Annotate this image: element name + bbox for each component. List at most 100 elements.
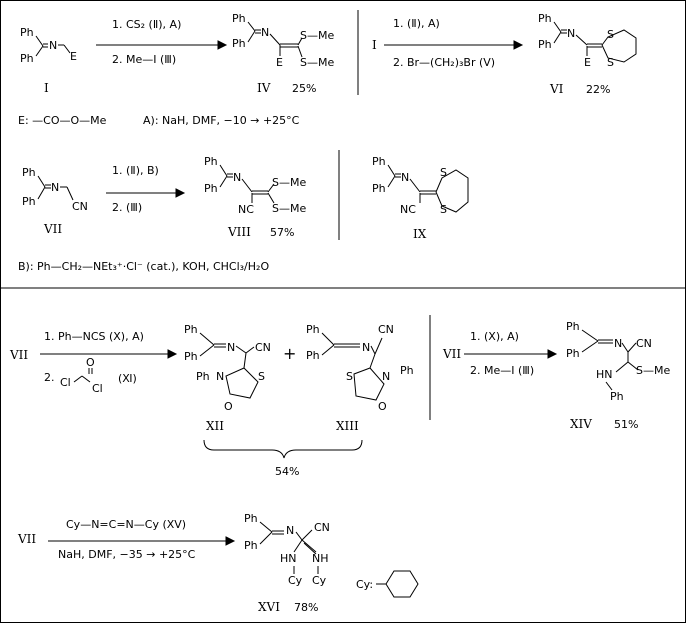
ph-label: Ph xyxy=(400,364,414,377)
yield-label: 57% xyxy=(270,226,294,239)
yield-label: 54% xyxy=(275,465,299,478)
bond xyxy=(575,34,588,46)
compound-I: Ph Ph N E I xyxy=(20,26,77,95)
bond xyxy=(297,45,303,58)
bond xyxy=(259,531,273,545)
s-label: S xyxy=(258,370,265,383)
cy-label: Cy xyxy=(288,574,303,587)
bond xyxy=(553,31,562,44)
start-compound-label: VII xyxy=(442,347,461,361)
reaction-step: 2. Br—(CH₂)₃Br (Ⅴ) xyxy=(393,56,495,69)
compound-VI: Ph Ph N E S S VI 22% xyxy=(538,12,637,96)
bond xyxy=(247,30,256,43)
bond xyxy=(66,186,74,201)
start-compound-label: VII xyxy=(9,348,28,362)
bond xyxy=(301,539,317,553)
reaction-step: 2. Me—I (Ⅲ) xyxy=(470,364,534,377)
e-label: E xyxy=(584,56,591,69)
reaction-step: 1. (Ⅱ), B) xyxy=(112,164,159,177)
ph-label: Ph xyxy=(196,370,210,383)
reaction-arrow-1: 1. CS₂ (Ⅱ), A) 2. Me—I (Ⅲ) xyxy=(96,18,228,66)
ph-label: Ph xyxy=(22,166,36,179)
s-label: S xyxy=(346,370,353,383)
n-label: N xyxy=(261,26,269,39)
yield-label: 22% xyxy=(586,83,610,96)
bond xyxy=(267,192,275,204)
bond xyxy=(301,529,313,541)
sme-label: S—Me xyxy=(272,202,306,215)
ph-label: Ph xyxy=(244,539,258,552)
ph-label: Ph xyxy=(232,37,246,50)
compound-label: VII xyxy=(43,222,62,236)
bond xyxy=(627,361,639,371)
bond xyxy=(581,340,599,353)
bond xyxy=(245,346,255,354)
cl-label: Cl xyxy=(92,382,103,395)
bond xyxy=(295,531,303,541)
yield-label: 78% xyxy=(294,601,318,614)
reagent-label: Cy—N=C=N—Cy (XV) xyxy=(66,518,186,531)
ph-label: Ph xyxy=(372,182,386,195)
cy-key-label: Cy: xyxy=(356,578,373,591)
bond xyxy=(387,164,396,177)
reagent-label: (Ⅺ) xyxy=(118,372,137,385)
n-label: N xyxy=(286,524,294,537)
reaction-arrow-5: VII 1. (Ⅹ), A) 2. Me—I (Ⅲ) xyxy=(442,330,558,377)
sme-label: S—Me xyxy=(636,364,670,377)
cn-label: CN xyxy=(378,323,394,336)
cl-label: Cl xyxy=(60,376,71,389)
e-label: E xyxy=(276,56,283,69)
compound-label: XII xyxy=(206,419,224,433)
compound-label: IX xyxy=(413,227,427,241)
bond xyxy=(235,345,247,354)
reaction-arrow-6: VII Cy—N=C=N—Cy (XV) NaH, DMF, −35 → +25… xyxy=(17,518,236,561)
reaction-conditions: NaH, DMF, −35 → +25°C xyxy=(58,548,196,561)
reaction-step: 1. CS₂ (Ⅱ), A) xyxy=(112,18,181,31)
reaction-step: 1. Ph—NCS (Ⅹ), A) xyxy=(44,330,144,343)
bond xyxy=(267,183,275,193)
reaction-arrow-4: VII 1. Ph—NCS (Ⅹ), A) 2. Cl O Cl (Ⅺ) xyxy=(9,330,178,395)
compound-label: I xyxy=(44,81,49,95)
ph-label: Ph xyxy=(372,155,386,168)
n-label: N xyxy=(614,337,622,350)
compound-VII: Ph Ph N CN VII xyxy=(22,166,88,236)
bond xyxy=(81,375,91,383)
bond xyxy=(269,33,281,46)
n-label: N xyxy=(401,171,409,184)
bond xyxy=(297,37,303,46)
sme-label: S—Me xyxy=(300,56,334,69)
bond xyxy=(627,342,637,353)
s-label: S xyxy=(607,28,614,41)
thiazolidine-ring xyxy=(225,367,259,399)
bond xyxy=(63,44,71,54)
nh-label: NH xyxy=(312,552,329,565)
n-label: N xyxy=(49,39,57,52)
yield-label: 25% xyxy=(292,82,316,95)
ph-label: Ph xyxy=(244,512,258,525)
ph-label: Ph xyxy=(20,52,34,65)
bond xyxy=(369,353,376,369)
ph-label: Ph xyxy=(22,195,36,208)
bond xyxy=(35,45,44,57)
arrowhead-icon xyxy=(175,188,186,198)
reaction-step: 2. xyxy=(44,371,55,384)
compound-label: XVI xyxy=(258,600,280,614)
compound-IX: Ph Ph N NC S S IX xyxy=(372,155,469,241)
o-label: O xyxy=(224,400,233,413)
bond xyxy=(303,542,317,555)
n-label: N xyxy=(227,341,235,354)
hn-label: HN xyxy=(280,552,297,565)
bond xyxy=(293,539,303,553)
compound-XIII: Ph Ph N CN S N Ph O XIII xyxy=(306,323,414,433)
start-compound-label: I xyxy=(372,38,377,52)
dithiane-ring xyxy=(601,29,637,63)
ph-label: Ph xyxy=(232,12,246,25)
n-label: N xyxy=(567,27,575,40)
bond xyxy=(374,337,383,355)
nc-label: NC xyxy=(400,203,416,216)
plus-sign: + xyxy=(283,344,296,363)
n-label: N xyxy=(51,181,59,194)
bond xyxy=(259,521,273,533)
cn-label: CN xyxy=(72,200,88,213)
bond xyxy=(409,178,421,193)
